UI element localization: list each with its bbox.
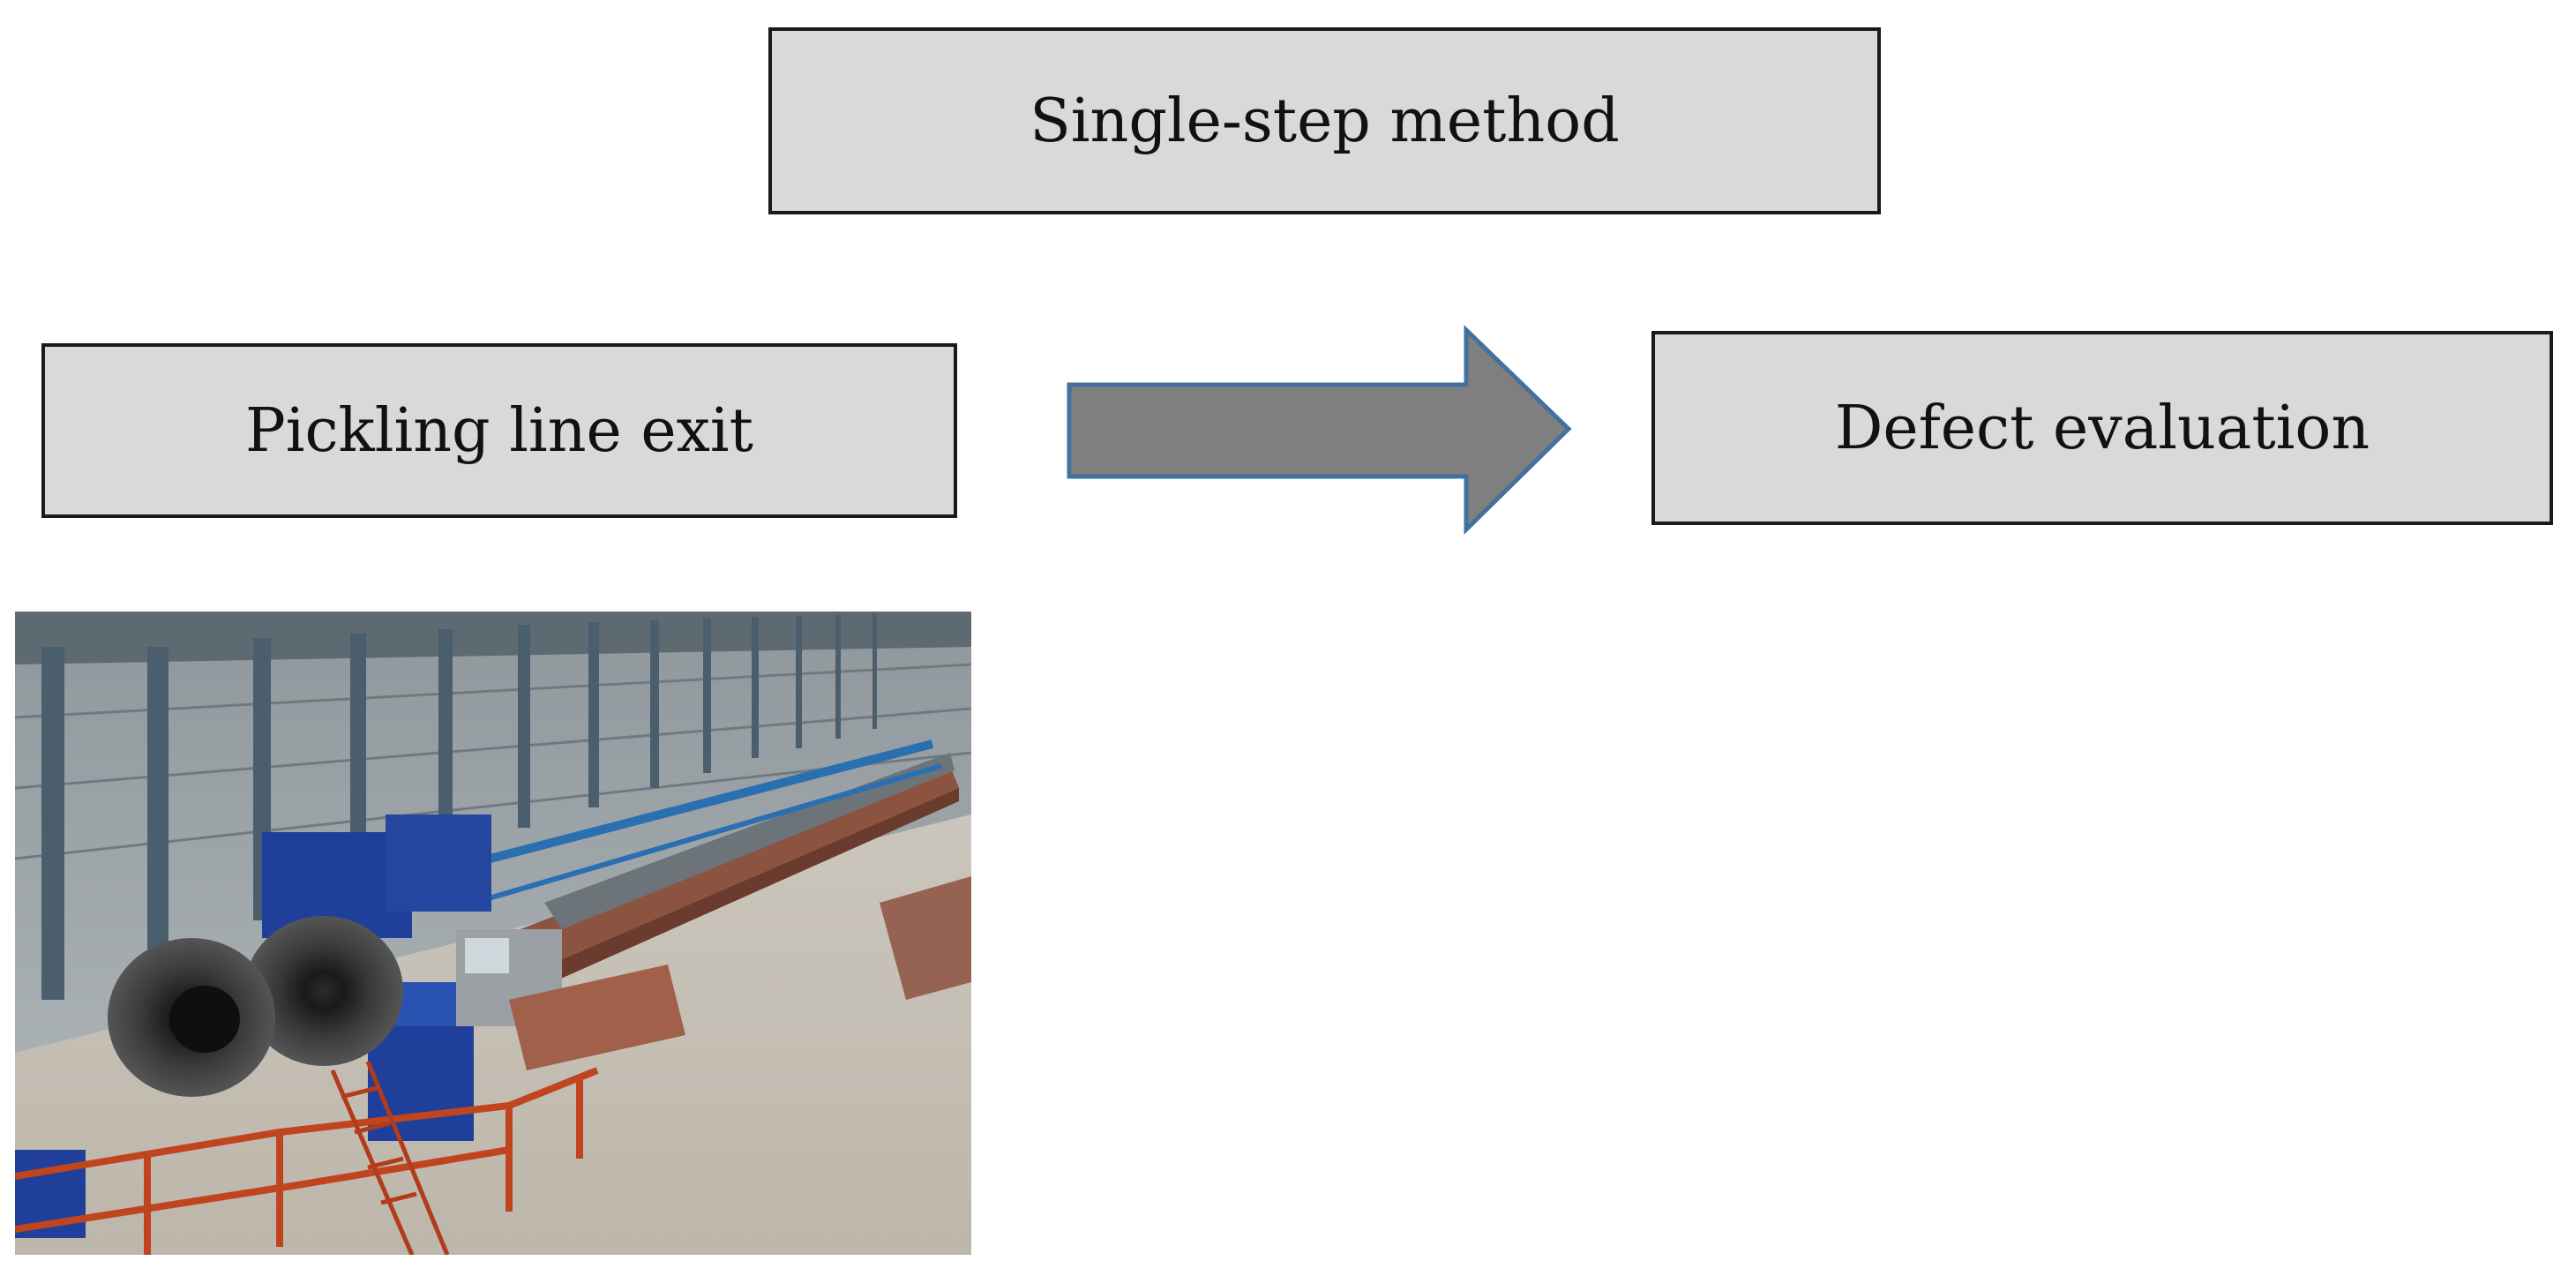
pickling-line-exit-box: Pickling line exit bbox=[41, 343, 957, 518]
method-box: Single-step method bbox=[768, 27, 1881, 214]
flow-arrow-icon bbox=[1067, 325, 1572, 535]
defect-evaluation-label: Defect evaluation bbox=[1834, 393, 2370, 463]
pickling-line-photo bbox=[15, 612, 971, 1255]
flow-arrow-shape bbox=[1067, 325, 1572, 535]
pickling-line-exit-label: Pickling line exit bbox=[244, 395, 754, 466]
method-label: Single-step method bbox=[1030, 86, 1620, 156]
defect-evaluation-box: Defect evaluation bbox=[1651, 331, 2553, 525]
